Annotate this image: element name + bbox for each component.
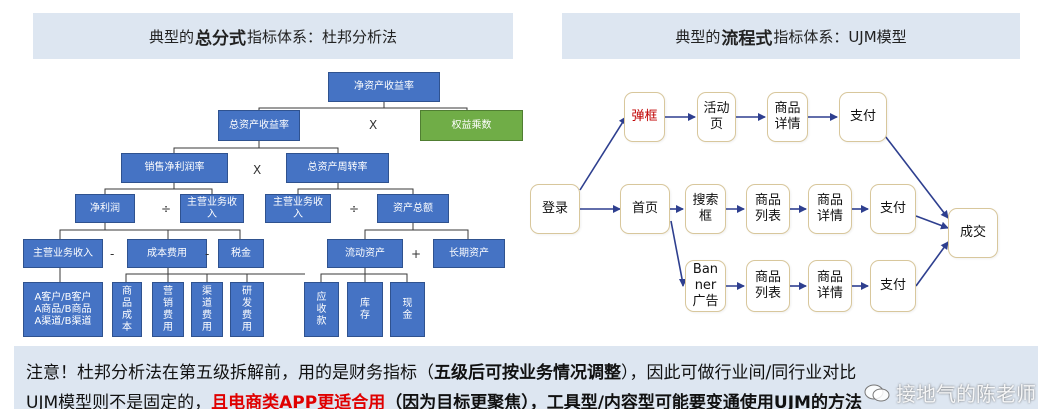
divide-operator: ÷ <box>161 202 172 216</box>
total-assets-box: 资产总额 <box>377 194 449 223</box>
login-node: 登录 <box>530 184 580 234</box>
channel-cost-box: 渠 道 费 用 <box>191 282 223 337</box>
cash-box: 现 金 <box>390 282 425 337</box>
product-cost-box: 商 品 成 本 <box>112 282 142 337</box>
ujm-flow: 登录 弹框 活动 页 商品 详情 支付 首页 搜索 框 商品 列表 商品 详情 … <box>520 62 1058 344</box>
roa-box: 总资产收益率 <box>218 110 300 141</box>
segment-breakdown-box: A客户/B客户 A商品/B商品 A渠道/B渠道 <box>23 282 103 337</box>
plus-operator: + <box>411 247 422 261</box>
equity-multiplier-box: 权益乘数 <box>420 110 523 141</box>
header-emphasis: 流程式 <box>721 28 773 49</box>
minus-operator: - <box>110 247 115 261</box>
product-detail-node: 商品 详情 <box>767 92 808 142</box>
note-line-1: 注意！杜邦分析法在第五级拆解前，用的是财务指标（五级后可按业务情况调整），因此可… <box>26 358 1026 388</box>
homepage-node: 首页 <box>620 184 670 234</box>
popup-node: 弹框 <box>624 92 665 142</box>
multiply-operator: X <box>253 163 262 177</box>
main-revenue-box: 主营业务收 入 <box>180 194 244 223</box>
asset-turnover-box: 总资产周转率 <box>286 153 389 183</box>
note-line-2: UJM模型则不是固定的，且电商类APP更适合用（因为目标更聚焦），工具型/内容型… <box>26 388 1026 409</box>
watermark: 接地气的陈老师 <box>864 378 1036 407</box>
inventory-box: 库 存 <box>347 282 383 337</box>
dupont-tree: 净资产收益率 总资产收益率 X 权益乘数 销售净利润率 X 总资产周转率 净利润… <box>0 62 540 344</box>
wechat-icon <box>864 384 890 401</box>
banner-ad-node: Ban ner 广告 <box>685 260 726 312</box>
watermark-text: 接地气的陈老师 <box>896 382 1036 406</box>
minus-operator: - <box>205 247 210 261</box>
receivables-box: 应 收 款 <box>304 282 339 337</box>
header-prefix: 典型的 <box>675 27 721 46</box>
payment-node: 支付 <box>839 92 887 142</box>
cost-expense-box: 成本费用 <box>127 239 207 268</box>
payment-node: 支付 <box>870 260 916 312</box>
note-text: ），因此可做行业间/同行业对比 <box>621 363 857 383</box>
current-assets-box: 流动资产 <box>327 239 403 268</box>
deal-closed-node: 成交 <box>948 208 998 258</box>
net-profit-margin-box: 销售净利润率 <box>121 153 228 183</box>
note-band: 注意！杜邦分析法在第五级拆解前，用的是财务指标（五级后可按业务情况调整），因此可… <box>14 346 1038 409</box>
search-box-node: 搜索 框 <box>685 184 726 234</box>
multiply-operator: X <box>369 118 378 132</box>
note-emphasis: （因为目标更聚焦），工具型/内容型可能要变通使用UJM的方法 <box>385 393 862 409</box>
ujm-header: 典型的流程式指标体系：UJM模型 <box>562 13 1020 59</box>
main-revenue-box: 主营业务收 入 <box>265 194 331 223</box>
note-text: 注意！杜邦分析法在第五级拆解前，用的是财务指标（ <box>26 363 434 383</box>
product-list-node: 商品 列表 <box>746 260 790 312</box>
net-profit-box: 净利润 <box>75 194 135 223</box>
note-highlight: 且电商类APP更适合用 <box>211 393 386 409</box>
header-suffix: 指标体系：杜邦分析法 <box>247 27 398 46</box>
long-term-assets-box: 长期资产 <box>433 239 505 268</box>
product-detail-node: 商品 详情 <box>808 260 852 312</box>
header-prefix: 典型的 <box>148 27 194 46</box>
header-emphasis: 总分式 <box>195 28 246 49</box>
header-suffix: 指标体系：UJM模型 <box>773 27 907 46</box>
activity-page-node: 活动 页 <box>697 92 736 142</box>
rd-cost-box: 研 发 费 用 <box>230 282 264 337</box>
tax-box: 税金 <box>218 239 264 268</box>
divide-operator: ÷ <box>349 202 360 216</box>
marketing-cost-box: 营 销 费 用 <box>152 282 184 337</box>
note-text: UJM模型则不是固定的， <box>26 393 212 409</box>
product-detail-node: 商品 详情 <box>808 184 852 234</box>
main-revenue-box: 主营业务收入 <box>23 239 103 268</box>
product-list-node: 商品 列表 <box>746 184 790 234</box>
dupont-header: 典型的总分式指标体系：杜邦分析法 <box>33 13 513 59</box>
note-emphasis: 五级后可按业务情况调整 <box>434 363 621 383</box>
payment-node: 支付 <box>870 184 916 234</box>
roe-box: 净资产收益率 <box>328 72 440 102</box>
